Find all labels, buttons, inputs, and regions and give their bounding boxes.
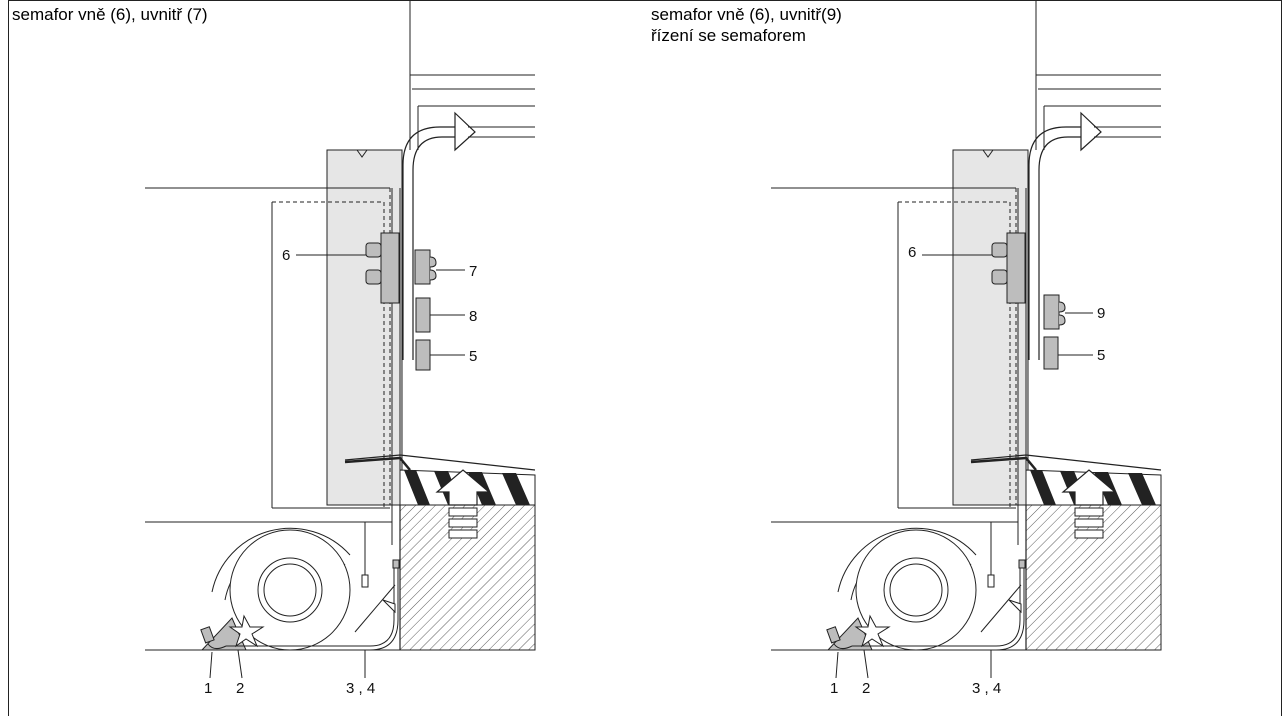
switch-box-5-right <box>1043 336 1059 370</box>
callout-6: 6 <box>282 247 290 264</box>
callout-7: 7 <box>469 263 477 280</box>
callout-5-right: 5 <box>1097 347 1105 364</box>
right-panel-title: semafor vně (6), uvnitř(9) <box>651 5 842 24</box>
right-panel-subtitle: řízení se semaforem <box>651 26 806 45</box>
inside-light-7 <box>414 249 431 285</box>
callout-8: 8 <box>469 308 477 325</box>
callout-5: 5 <box>469 348 477 365</box>
label-3-4: 3 , 4 <box>346 680 375 697</box>
right-dock-drawing: 6 9 5 1 2 3 , 4 <box>769 0 1163 697</box>
callout-9: 9 <box>1097 305 1105 322</box>
left-panel-title: semafor vně (6), uvnitř (7) <box>12 5 208 24</box>
inside-light-9 <box>1043 294 1060 330</box>
label-2: 2 <box>236 680 244 697</box>
switch-box-5 <box>415 339 431 371</box>
left-dock-drawing: 6 7 8 5 1 2 3 , 4 <box>143 0 537 697</box>
label-3-4-right: 3 , 4 <box>972 680 1001 697</box>
page-frame <box>8 0 1282 716</box>
control-box-8 <box>415 297 431 333</box>
label-1: 1 <box>204 680 212 697</box>
label-2-right: 2 <box>862 680 870 697</box>
callout-6-right: 6 <box>908 244 916 261</box>
label-1-right: 1 <box>830 680 838 697</box>
